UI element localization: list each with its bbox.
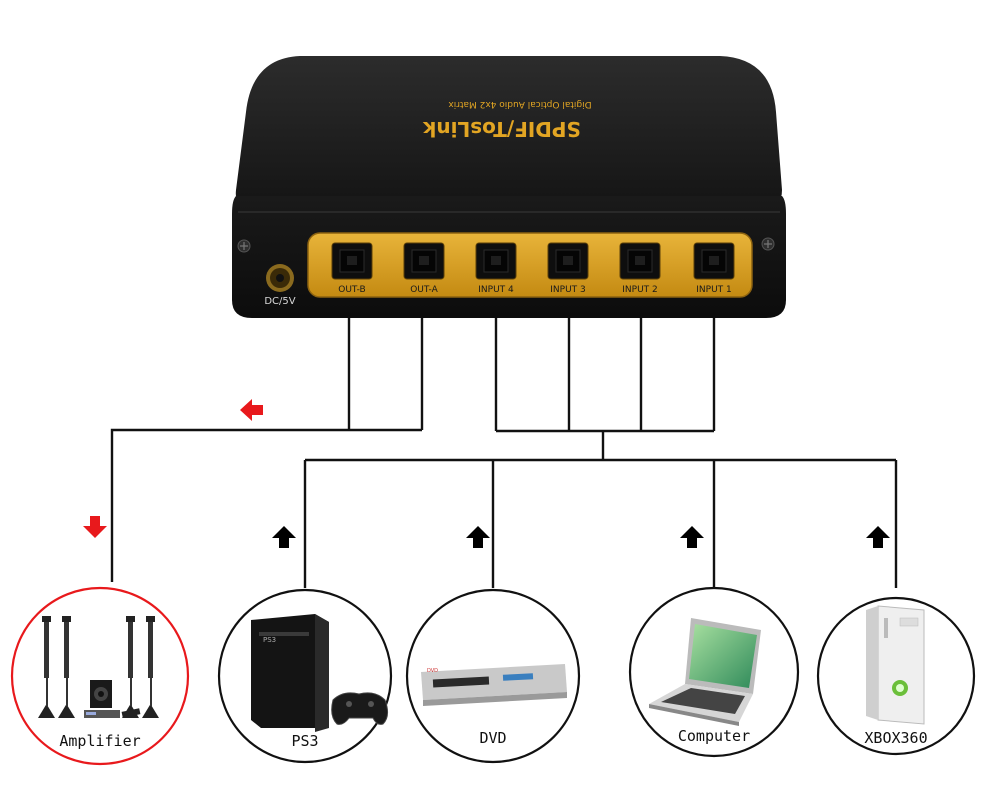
port-label: OUT-B	[338, 285, 365, 295]
output-arrow-down-icon	[83, 516, 107, 538]
device-label: DVD	[479, 729, 506, 747]
device-circle	[10, 586, 190, 766]
signal-arrows	[83, 399, 890, 548]
port-panel	[307, 232, 753, 298]
device-amplifier	[10, 586, 190, 766]
device-label: Computer	[678, 727, 750, 745]
device-label: PS3	[291, 732, 318, 750]
game-console-icon: PS3	[251, 614, 389, 732]
optical-port-input-2: INPUT 2	[619, 242, 661, 295]
optical-port-input-1: INPUT 1	[693, 242, 735, 295]
dvd-player-icon: DVD	[421, 664, 567, 706]
matrix-device: SPDIF/TosLink Digital Optical Audio 4x2 …	[232, 56, 786, 318]
optical-port-out-a: OUT-A	[403, 242, 445, 295]
xbox-console-icon	[866, 605, 925, 725]
port-label: INPUT 1	[696, 285, 732, 295]
port-label: INPUT 2	[622, 285, 658, 295]
port-label: OUT-A	[410, 285, 438, 295]
optical-port-out-b: OUT-B	[331, 242, 373, 295]
screw-left-icon	[237, 239, 251, 253]
input-arrow-computer-icon	[680, 526, 704, 548]
device-label: Amplifier	[59, 732, 140, 750]
port-label: INPUT 3	[550, 285, 586, 295]
device-label: XBOX360	[864, 729, 927, 747]
dc-power-jack	[266, 264, 294, 292]
signal-wires	[110, 318, 898, 588]
svg-text:DVD: DVD	[427, 668, 438, 674]
laptop-icon	[649, 618, 761, 726]
wire-output-bus	[110, 428, 422, 582]
optical-port-input-4: INPUT 4	[475, 242, 517, 295]
input-arrow-ps3-icon	[272, 526, 296, 548]
input-arrow-xbox-icon	[866, 526, 890, 548]
power-label: DC/5V	[264, 296, 295, 307]
speaker-system-icon	[38, 616, 159, 718]
screw-right-icon	[761, 237, 775, 251]
device-top-surface	[235, 56, 783, 210]
optical-port-input-3: INPUT 3	[547, 242, 589, 295]
device-title: SPDIF/TosLink	[422, 117, 581, 141]
output-arrow-left-icon	[240, 399, 263, 421]
device-subtitle: Digital Optical Audio 4x2 Matrix	[448, 99, 592, 109]
svg-text:PS3: PS3	[263, 636, 276, 644]
input-arrow-dvd-icon	[466, 526, 490, 548]
port-label: INPUT 4	[478, 285, 514, 295]
optical-ports: OUT-B OUT-A INPUT 4 INPUT 3 INPUT 2 INPUT 1	[331, 242, 735, 295]
